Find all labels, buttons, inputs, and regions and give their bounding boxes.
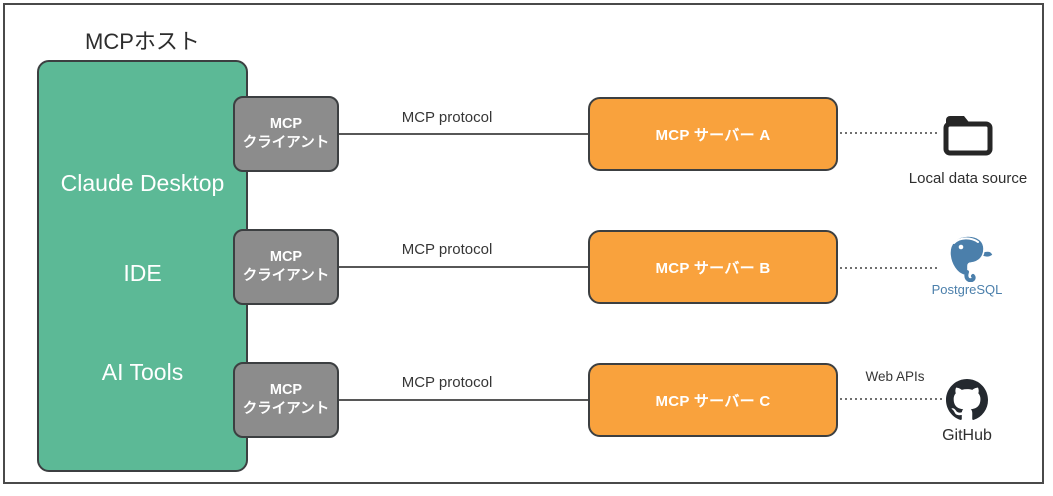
mcp-host-box — [37, 60, 248, 472]
local-data-source-label: Local data source — [908, 170, 1028, 187]
mcp-client-box-a: MCP クライアント — [233, 96, 339, 172]
mcp-client-label-line1: MCP — [269, 249, 303, 266]
mcp-server-label-c: MCP サーバー C — [655, 392, 771, 410]
mcp-client-box-c: MCP クライアント — [233, 362, 339, 438]
github-label: GitHub — [942, 427, 992, 444]
folder-icon — [941, 112, 995, 163]
mcp-server-box-b: MCP サーバー B — [588, 230, 838, 304]
mcp-protocol-line-b — [339, 266, 588, 268]
server-target-connector-b — [840, 267, 940, 269]
diagram-frame — [3, 3, 1044, 484]
mcp-client-label-line2: クライアント — [242, 135, 330, 151]
postgresql-icon — [941, 234, 995, 287]
mcp-protocol-label-c: MCP protocol — [401, 374, 493, 391]
mcp-server-box-a: MCP サーバー A — [588, 97, 838, 171]
mcp-client-box-b: MCP クライアント — [233, 229, 339, 305]
mcp-client-label-line2: クライアント — [242, 268, 330, 284]
server-target-connector-a — [840, 132, 938, 134]
postgresql-label: PostgreSQL — [931, 282, 1003, 297]
mcp-client-label-line2: クライアント — [242, 401, 330, 417]
host-item-ide: IDE — [123, 260, 162, 286]
mcp-server-label-a: MCP サーバー A — [655, 126, 771, 144]
mcp-protocol-line-a — [339, 133, 588, 135]
server-target-connector-c — [840, 398, 944, 400]
mcp-protocol-line-c — [339, 399, 588, 401]
host-item-ai-tools: AI Tools — [101, 359, 184, 385]
github-icon — [946, 379, 988, 426]
mcp-protocol-label-a: MCP protocol — [401, 109, 493, 126]
mcp-server-box-c: MCP サーバー C — [588, 363, 838, 437]
mcp-server-label-b: MCP サーバー B — [655, 259, 771, 277]
mcp-client-label-line1: MCP — [269, 382, 303, 399]
mcp-protocol-label-b: MCP protocol — [401, 241, 493, 258]
diagram-title: MCPホスト — [85, 29, 200, 54]
host-item-claude-desktop: Claude Desktop — [60, 170, 225, 196]
mcp-client-label-line1: MCP — [269, 116, 303, 133]
web-apis-label: Web APIs — [865, 369, 925, 384]
